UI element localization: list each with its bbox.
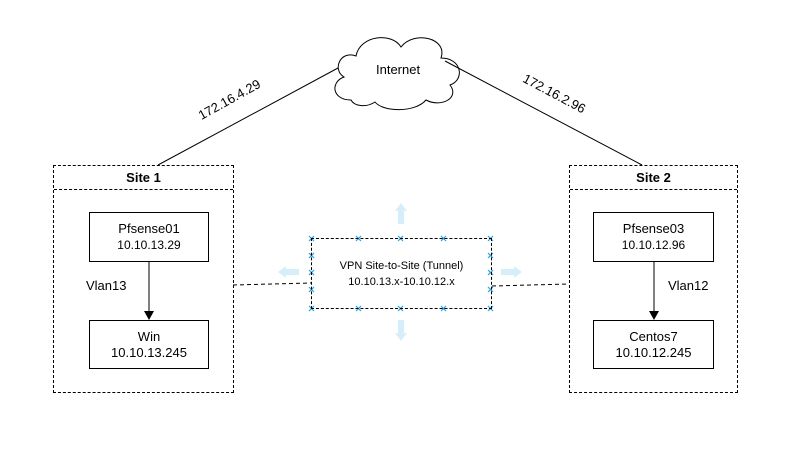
- vpn-tunnel-node[interactable]: VPN Site-to-Site (Tunnel) 10.10.13.x-10.…: [311, 238, 492, 309]
- site2-title: Site 2: [570, 166, 737, 190]
- site1-router-ip: 10.10.13.29: [117, 238, 181, 252]
- site2-router-name: Pfsense03: [622, 221, 685, 236]
- site1-router-name: Pfsense01: [118, 221, 180, 236]
- site2-container[interactable]: Site 2: [569, 165, 738, 393]
- site2-vlan-label: Vlan12: [668, 278, 709, 293]
- site1-container[interactable]: Site 1: [53, 165, 234, 393]
- connect-arrow-up-icon[interactable]: [395, 203, 407, 224]
- connect-arrow-down-icon[interactable]: [395, 320, 407, 341]
- site1-vlan-arrowhead: [144, 311, 154, 320]
- site2-wan-link: [444, 60, 643, 166]
- site1-host-ip: 10.10.13.245: [111, 344, 187, 360]
- site2-vlan-arrowhead: [649, 311, 659, 320]
- site1-vlan-label: Vlan13: [86, 278, 127, 293]
- internet-label: Internet: [376, 62, 421, 77]
- site1-title: Site 1: [54, 166, 233, 190]
- vpn-tunnel-range: 10.10.13.x-10.10.12.x: [348, 275, 455, 288]
- tunnel-link-site2: [491, 283, 570, 287]
- site2-router-node[interactable]: Pfsense03 10.10.12.96: [593, 212, 714, 262]
- connect-arrow-right-icon[interactable]: [501, 266, 522, 278]
- tunnel-link-site1: [232, 282, 312, 286]
- site2-host-ip: 10.10.12.245: [615, 344, 692, 360]
- site1-host-name: Win: [137, 328, 161, 344]
- site1-wan-link: [157, 67, 339, 166]
- site2-host-node[interactable]: Centos7 10.10.12.245: [593, 320, 714, 369]
- site2-host-name: Centos7: [629, 328, 678, 344]
- internet-cloud[interactable]: [334, 37, 460, 111]
- site2-router-ip: 10.10.12.96: [621, 238, 686, 252]
- connect-arrow-left-icon[interactable]: [278, 266, 299, 278]
- site1-router-node[interactable]: Pfsense01 10.10.13.29: [89, 212, 209, 262]
- site1-host-node[interactable]: Win 10.10.13.245: [89, 320, 209, 369]
- vpn-tunnel-title: VPN Site-to-Site (Tunnel): [339, 259, 464, 272]
